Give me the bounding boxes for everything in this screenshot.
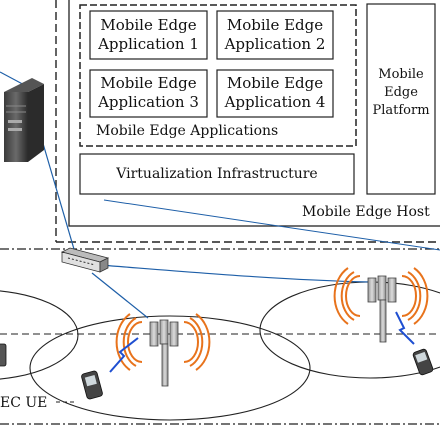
ue-phone-left-icon bbox=[81, 370, 103, 400]
app-4-line2: Application 4 bbox=[224, 93, 326, 111]
app-box-4 bbox=[216, 69, 334, 118]
ue-label: EC UE bbox=[0, 395, 48, 411]
host-label: Mobile Edge Host bbox=[302, 204, 430, 220]
apps-group-label: Mobile Edge Applications bbox=[96, 123, 279, 139]
app-3-label: Mobile Edge Application 3 bbox=[90, 74, 207, 112]
app-2-line2: Application 2 bbox=[224, 35, 326, 53]
ue-phone-far-left-icon bbox=[0, 343, 7, 367]
mobile-edge-host-box bbox=[68, 0, 440, 227]
app-1-line2: Application 1 bbox=[98, 35, 199, 53]
platform-line2: Edge bbox=[384, 85, 418, 100]
app-2-line1: Mobile Edge bbox=[226, 16, 324, 34]
virtualization-box bbox=[79, 153, 355, 195]
platform-line1: Mobile bbox=[378, 67, 424, 82]
platform-line3: Platform bbox=[372, 103, 430, 118]
platform-box bbox=[366, 3, 436, 195]
platform-label: Mobile Edge Platform bbox=[367, 66, 435, 120]
app-box-1 bbox=[89, 10, 208, 60]
base-station-left-icon bbox=[115, 313, 211, 387]
app-4-line1: Mobile Edge bbox=[226, 74, 324, 92]
app-1-line1: Mobile Edge bbox=[100, 16, 197, 34]
app-2-label: Mobile Edge Application 2 bbox=[217, 16, 333, 54]
app-1-label: Mobile Edge Application 1 bbox=[90, 16, 207, 54]
app-box-3 bbox=[89, 69, 208, 118]
app-box-2 bbox=[216, 10, 334, 60]
server-icon bbox=[4, 78, 44, 162]
backhaul-links bbox=[0, 71, 440, 319]
apps-group-box bbox=[79, 4, 357, 147]
outer-system-frame bbox=[0, 248, 440, 425]
coverage-cells bbox=[0, 281, 440, 421]
virtualization-label: Virtualization Infrastructure bbox=[116, 166, 318, 182]
base-station-right-icon bbox=[333, 267, 429, 343]
ue-phone-right-icon bbox=[412, 348, 434, 376]
app-3-line2: Application 3 bbox=[98, 93, 199, 111]
host-frame bbox=[55, 0, 440, 243]
app-4-label: Mobile Edge Application 4 bbox=[217, 74, 333, 112]
app-3-line1: Mobile Edge bbox=[100, 74, 197, 92]
switch-icon bbox=[60, 247, 110, 273]
wireless-links bbox=[109, 311, 415, 373]
